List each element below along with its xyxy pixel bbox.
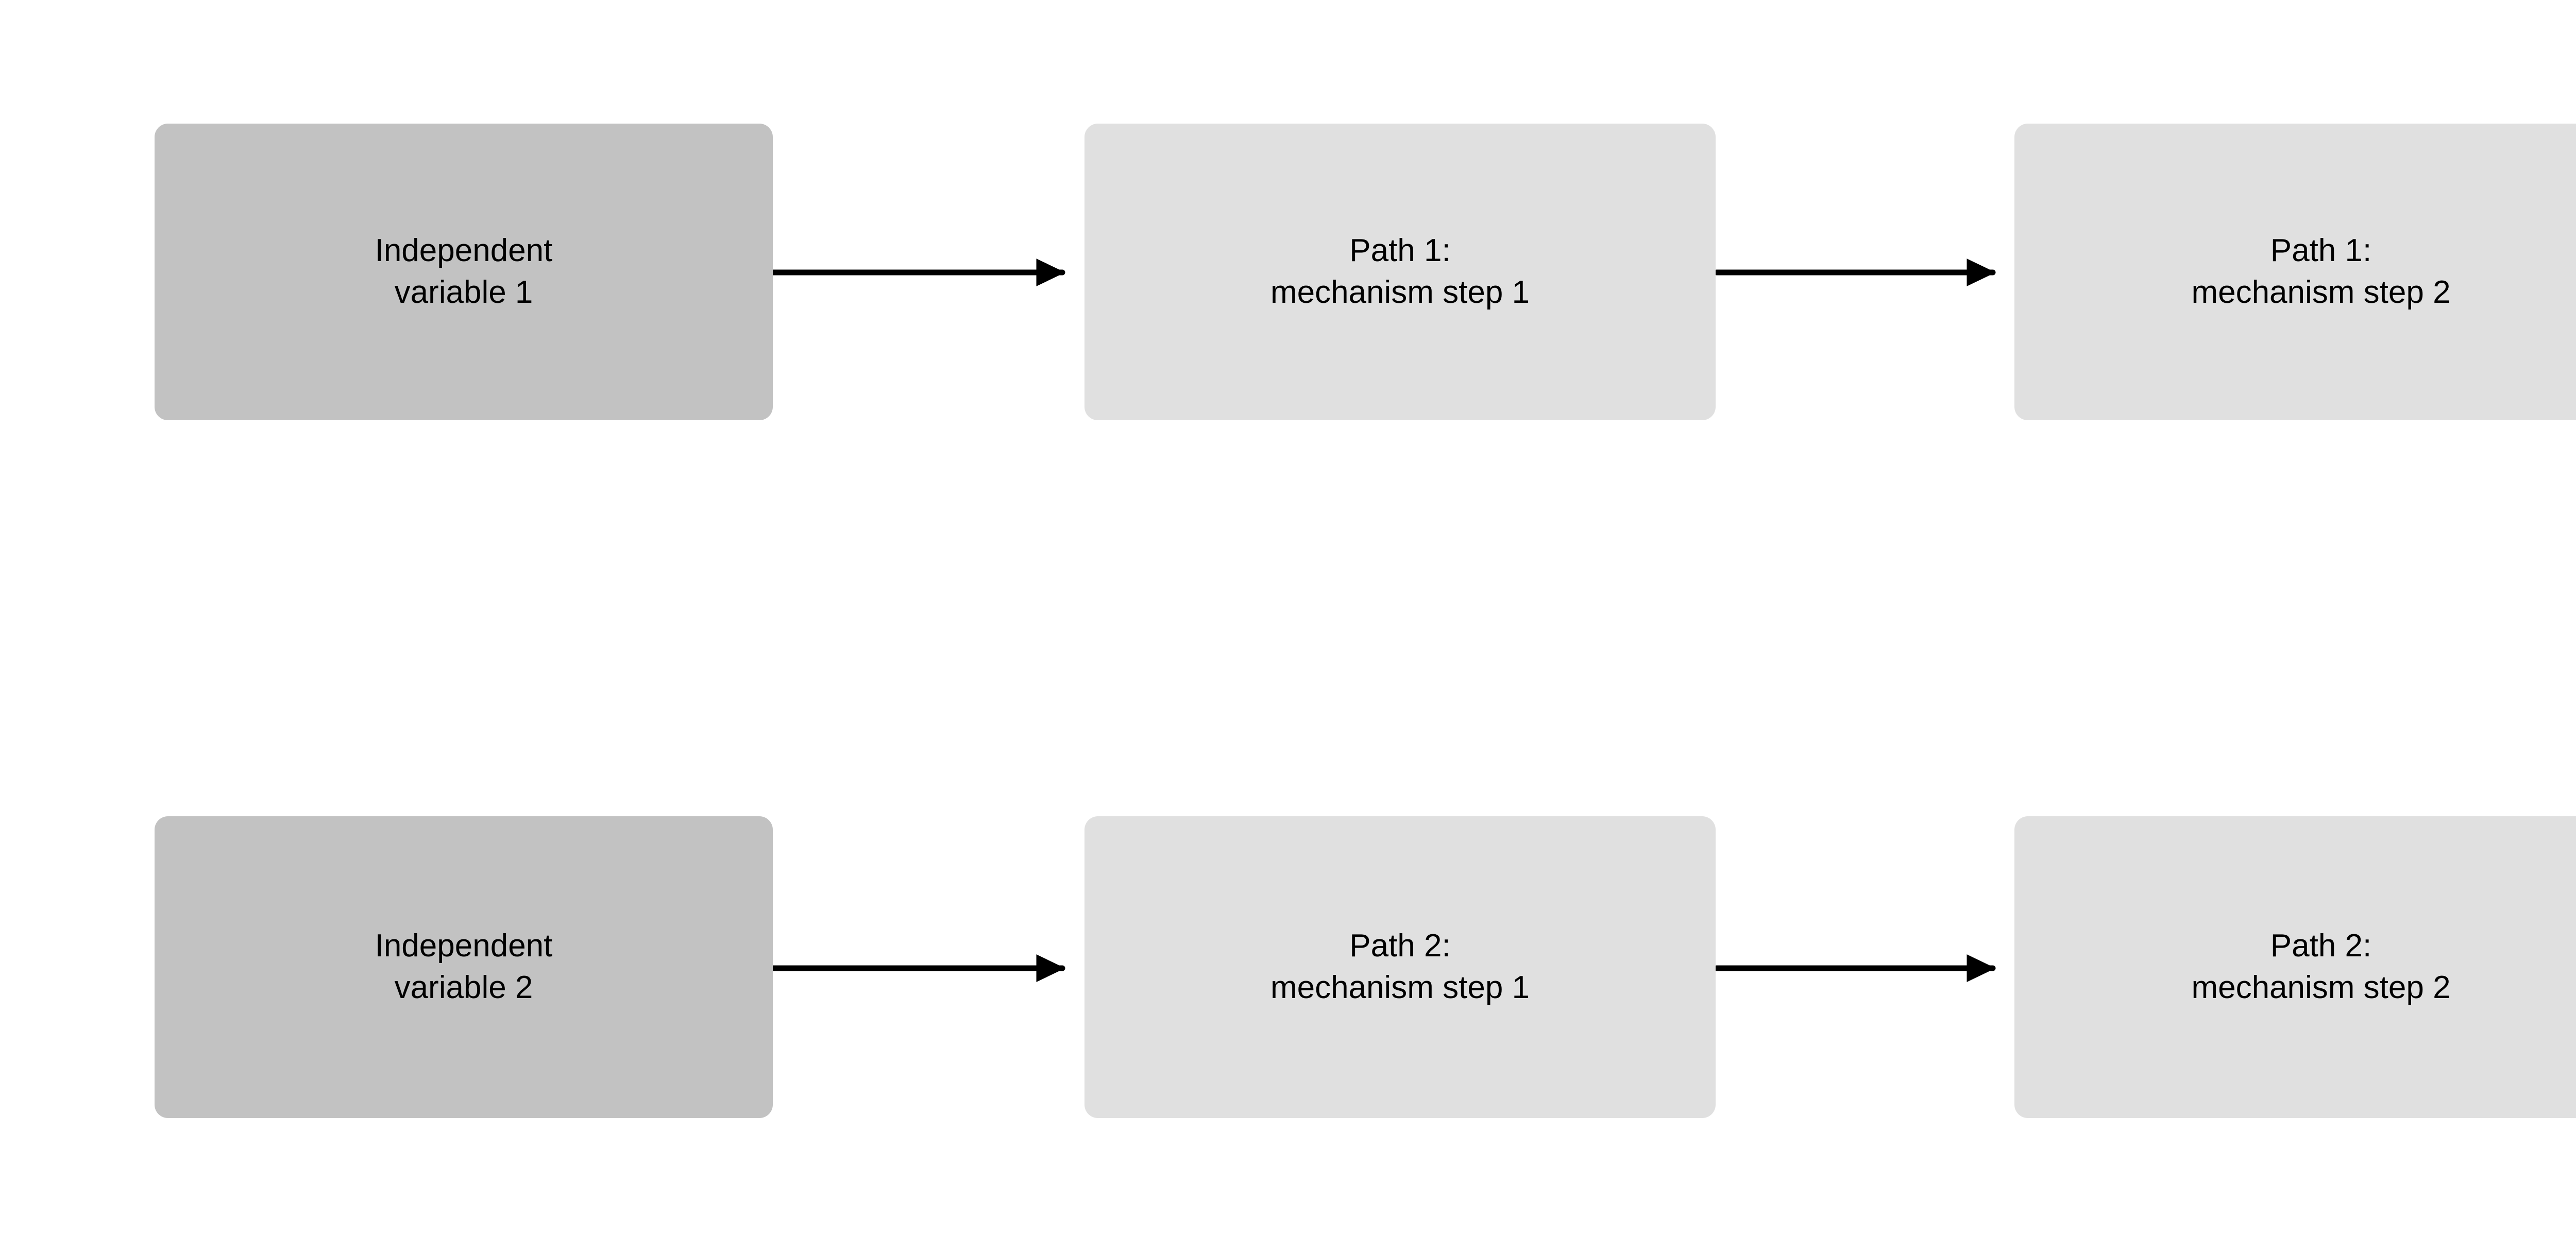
node-label-path-1-mechanism-step-2: Path 1: mechanism step 2 <box>2191 233 2451 310</box>
node-path-2-mechanism-step-1[interactable]: Path 2: mechanism step 1 <box>1084 816 1716 1118</box>
node-path-1-mechanism-step-1[interactable]: Path 1: mechanism step 1 <box>1084 124 1716 420</box>
node-label-path-1-mechanism-step-1: Path 1: mechanism step 1 <box>1270 233 1530 310</box>
node-label-path-2-mechanism-step-2: Path 2: mechanism step 2 <box>2191 928 2451 1005</box>
node-path-2-mechanism-step-2[interactable]: Path 2: mechanism step 2 <box>2014 816 2576 1118</box>
node-label-path-2-mechanism-step-1: Path 2: mechanism step 1 <box>1270 928 1530 1005</box>
node-label-independent-variable-2: Independent variable 2 <box>375 928 553 1005</box>
node-independent-variable-2[interactable]: Independent variable 2 <box>155 816 773 1118</box>
node-path-1-mechanism-step-2[interactable]: Path 1: mechanism step 2 <box>2014 124 2576 420</box>
node-independent-variable-1[interactable]: Independent variable 1 <box>155 124 773 420</box>
node-label-independent-variable-1: Independent variable 1 <box>375 233 553 310</box>
